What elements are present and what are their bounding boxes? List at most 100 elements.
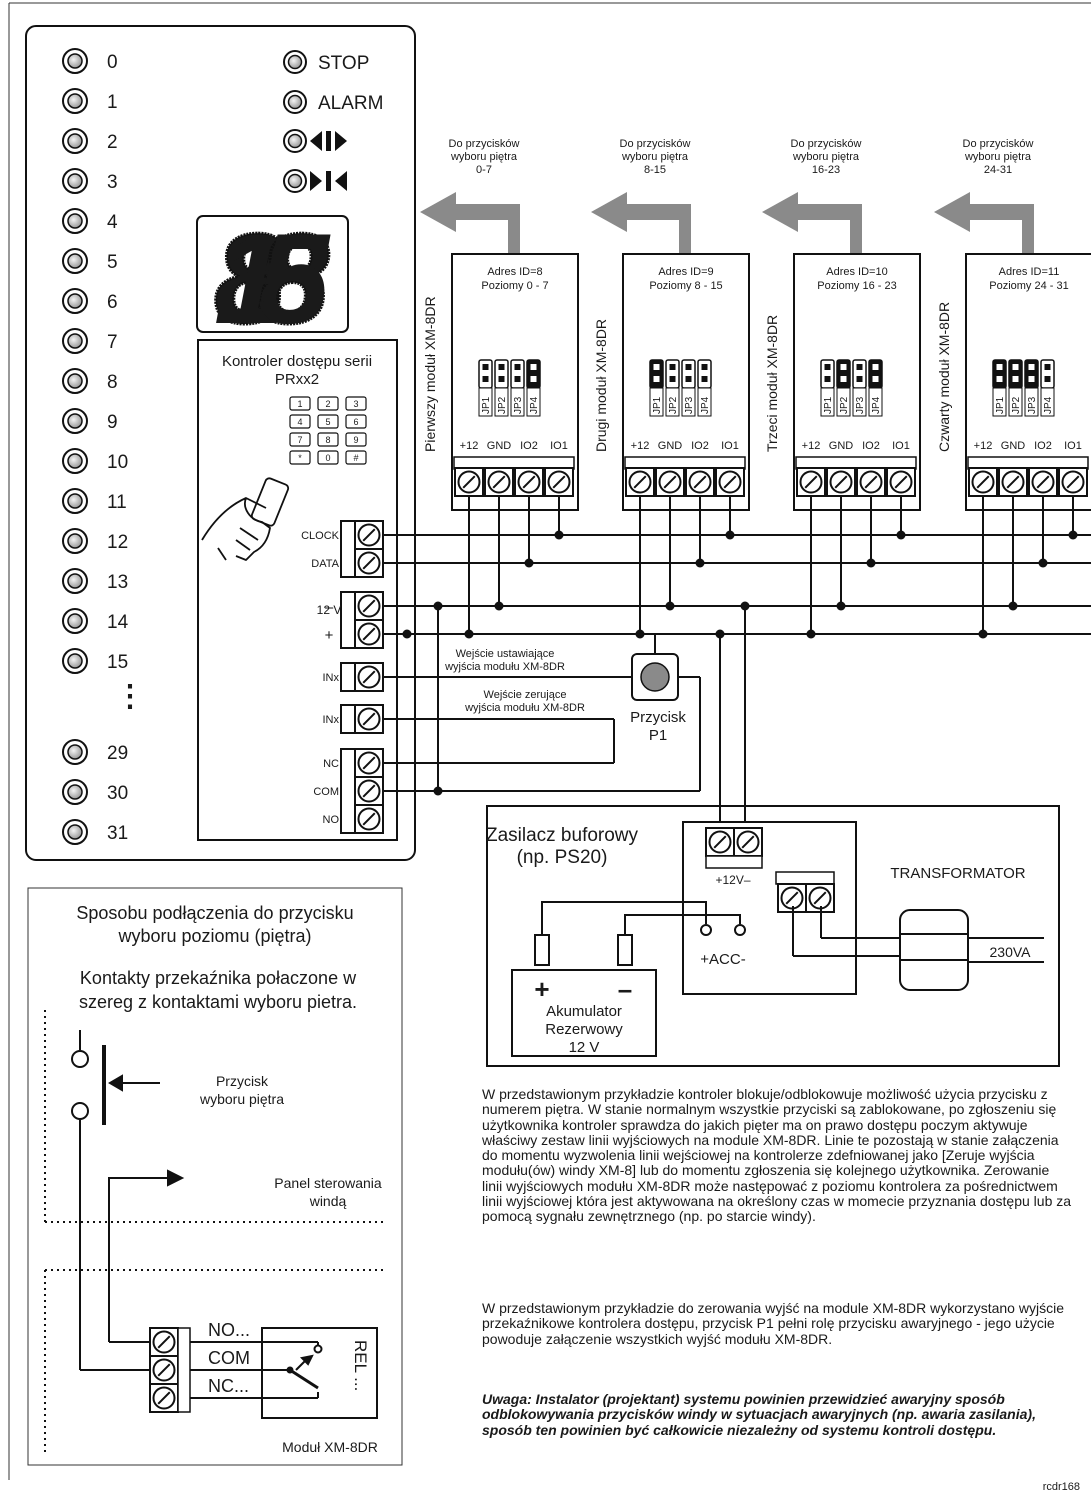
module-address: Adres ID=10 [826,266,887,278]
module-side-label: Trzeci moduł XM-8DR [764,315,780,452]
jumper-label: JP3 [1027,396,1038,414]
module-terminal-label: IO1 [721,440,739,452]
floor-label: 31 [107,823,128,844]
module-address: Adres ID=11 [999,266,1060,278]
floor-button: 8 [62,368,118,394]
inset-subtitle: Kontakty przekaźnika połaczone w [80,968,357,988]
keypad-key-label: 9 [353,435,358,445]
controller-title: Kontroler dostępu serii [222,353,372,370]
inset-button-label: Przycisk [216,1073,269,1089]
terminal-block [340,520,356,578]
description-paragraph-1: W przedstawionym przykładzie kontroler b… [482,1086,1072,1225]
module-side-label: Pierwszy moduł XM-8DR [422,296,438,452]
hand-card-icon [201,477,290,561]
controller-terminal [354,548,384,578]
controller-terminal-label: INx [323,672,340,684]
jumper-label: JP4 [700,396,711,414]
keypad-key: # [345,450,367,465]
module-levels: Poziomy 8 - 15 [649,280,722,292]
module-levels: Poziomy 24 - 31 [989,280,1068,292]
module-target-sublabel: wyboru piętra [964,151,1032,163]
inset-no-label: NO... [208,1320,250,1340]
junction-dot [978,629,988,639]
junction-dot [740,601,750,611]
jumper: JP4 [1040,359,1055,417]
floor-button: 6 [62,288,118,314]
jumper: JP2 [665,359,680,417]
module-terminal [1028,467,1058,497]
terminal-block [340,704,356,734]
jumper: JP3 [681,359,696,417]
jumper-label: JP3 [855,396,866,414]
door-close-icon [310,171,322,191]
module-side-label: Czwarty moduł XM-8DR [936,302,952,452]
jumper: JP2 [494,359,509,417]
terminal-block [340,591,356,649]
controller-terminal [354,520,384,550]
junction-dot [554,530,564,540]
keypad-key: 7 [289,432,311,447]
jumper: JP1 [478,359,493,417]
module-target-arrow [762,192,862,256]
jumper: JP2 [1008,359,1023,417]
floor-button: 5 [62,248,118,274]
stop-label: STOP [318,53,369,74]
jumper-label: JP2 [668,396,679,414]
jumper: JP4 [697,359,712,417]
floor-button: 7 [62,328,118,354]
module-target-arrow [934,192,1034,256]
junction-dot [433,601,443,611]
floor-label: 11 [107,492,127,513]
module-terminal [685,467,715,497]
battery-sublabel: Rezerwowy [545,1021,623,1038]
inset-title-line2: wyboru poziomu (piętra) [117,926,311,946]
floor-label: 2 [107,132,118,153]
module-terminal-label: IO1 [892,440,910,452]
jumper-label: JP2 [839,396,850,414]
module-terminal-label: GND [658,440,683,452]
module-terminal-label: +12 [802,440,821,452]
controller-terminal [354,804,384,834]
door-open-button [283,129,347,153]
floor-label: 3 [107,172,118,193]
floor-display-value: 15 [214,208,331,351]
module-side-label: Drugi moduł XM-8DR [593,319,609,452]
module-target-label: Do przycisków [963,138,1034,150]
module-terminal [544,467,574,497]
module-terminal-label: IO2 [1034,440,1052,452]
jumper-label: JP1 [823,396,834,414]
jumper: JP3 [1024,359,1039,417]
inset-title: Sposobu podłączenia do przycisku [76,903,353,923]
junction-dot [524,558,534,568]
module-terminal [514,467,544,497]
relay-terminal [149,1355,179,1385]
junction-dot [464,629,474,639]
jumper: JP3 [510,359,525,417]
module-target-label: Do przycisków [791,138,862,150]
junction-dot [494,601,504,611]
jumper-label: JP1 [995,396,1006,414]
battery-label: Akumulator [546,1003,622,1020]
floor-button: 11 [62,488,127,514]
module-terminal-label: IO2 [691,440,709,452]
module-levels: Poziomy 0 - 7 [481,280,548,292]
button-p1-label: Przycisk [630,709,686,726]
inset-rel-label: REL ... [351,1340,370,1391]
terminal-12v-label: 12 V [317,603,342,617]
floor-label: 15 [107,652,128,673]
terminal-block [340,748,356,834]
floor-button: 15 [62,648,128,674]
transformer-label: TRANSFORMATOR [890,865,1025,882]
floor-button: 2 [62,128,118,154]
door-open-icon [310,131,322,151]
keypad-key-label: 0 [325,453,330,463]
psu-model: (np. PS20) [517,847,608,868]
floor-label: 1 [107,92,118,113]
junction-dot [635,629,645,639]
keypad-key: 4 [289,414,311,429]
keypad-key-label: 7 [297,435,302,445]
